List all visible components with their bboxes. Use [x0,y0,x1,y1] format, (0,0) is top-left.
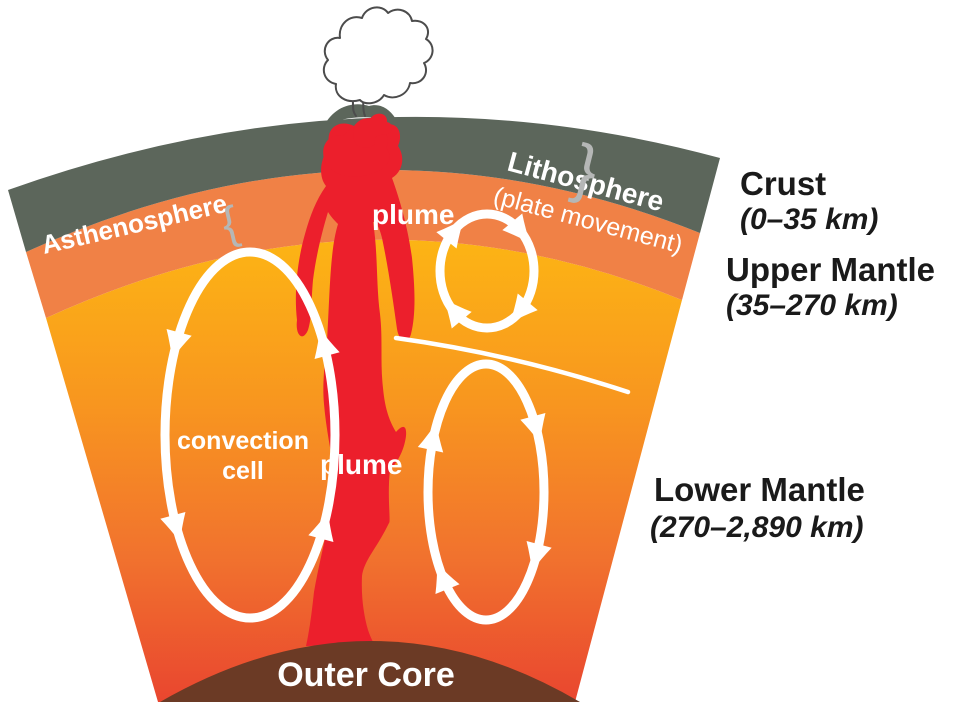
volcano-vent [324,104,398,126]
asthenosphere-layer [26,169,700,318]
convection-cell-upper-right [435,209,539,333]
upper-mantle-label: Upper Mantle [726,251,935,288]
convection-cell-label-line1: convection [177,427,309,455]
crust-range: (0–35 km) [740,203,878,236]
plume-upper-label: plume [372,199,454,230]
smoke-cloud-icon [322,6,434,105]
upper-mantle-range: (35–270 km) [726,289,898,322]
convection-cell-left [160,247,340,623]
plume-lower-label: plume [320,449,402,480]
convection-cell-lower-right [423,359,549,625]
outer-core-layer [160,641,580,702]
mantle-plume [295,118,415,646]
convection-cell-label-line2: cell [222,457,264,485]
lower-mantle-label: Lower Mantle [654,471,865,508]
mantle-divider-line [393,335,631,395]
crust-label: Crust [740,165,826,202]
lower-mantle-range: (270–2,890 km) [650,511,864,544]
depth-labels: Crust (0–35 km) Upper Mantle (35–270 km)… [650,165,935,544]
lava-curl [353,113,393,148]
lithosphere-layer [8,116,720,252]
outer-core-label: Outer Core [277,656,455,694]
